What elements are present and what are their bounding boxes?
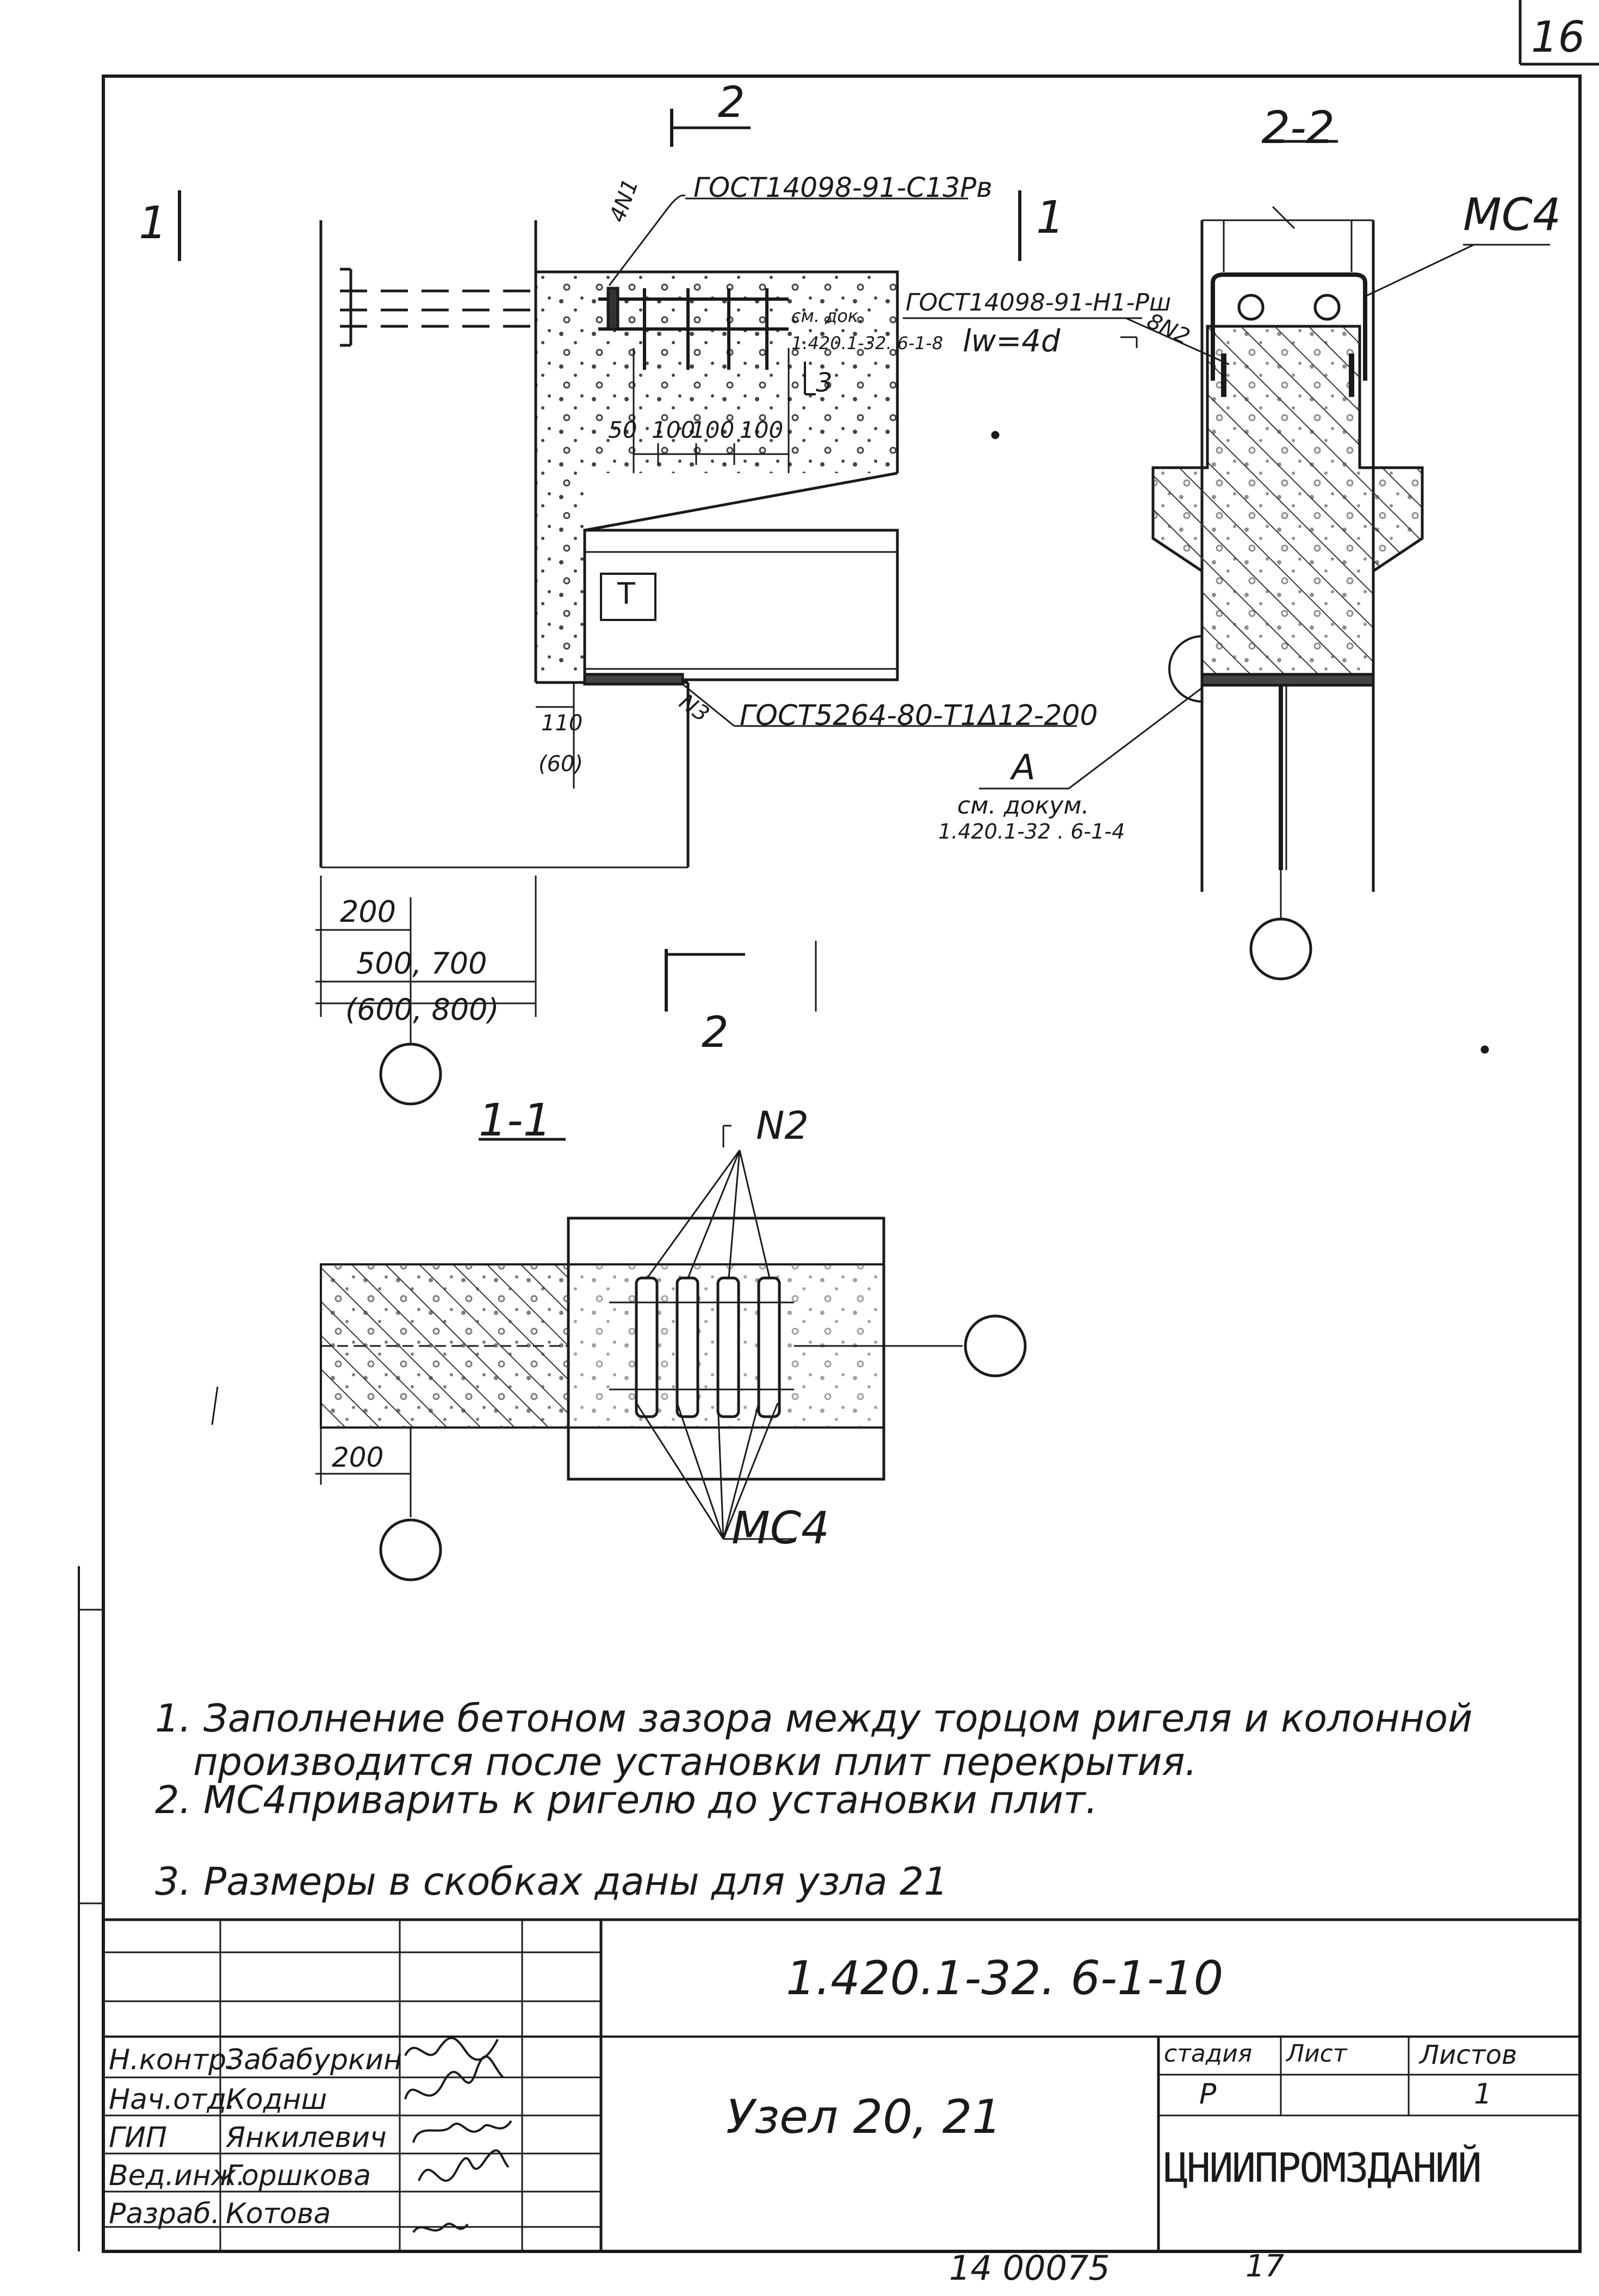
cut-1-left-label: 1 — [139, 197, 168, 249]
note-3: 3. Размеры в скобках даны для узла 21 — [155, 1859, 949, 1904]
see-doc-line-1: см. док. — [791, 306, 864, 326]
n2-label: N2 — [756, 1103, 809, 1148]
footer-extra: 17 — [1245, 2249, 1285, 2284]
frame — [78, 0, 1599, 2253]
role-nach-otd: Нач.отд. — [109, 2083, 235, 2116]
name-gip: Янкилевич — [226, 2121, 387, 2154]
gost-14098-h1-label: ГОСТ14098-91-Н1-Рш — [906, 289, 1172, 317]
stage-header: стадия — [1164, 2040, 1253, 2068]
dim-100-c: 100 — [740, 417, 784, 443]
sheets-header: Листов — [1420, 2040, 1517, 2070]
dim-100-b: 100 — [691, 417, 735, 443]
section-1-1 — [211, 1125, 1027, 1581]
stage-value: Р — [1199, 2078, 1217, 2111]
sheets-total-value: 1 — [1474, 2078, 1492, 2111]
role-ved-inzh: Вед.инж. — [109, 2160, 246, 2192]
dim-100-a: 100 — [652, 417, 696, 443]
drawing-title: Узел 20, 21 — [726, 2090, 1002, 2144]
name-ved-inzh: Горшкова — [226, 2160, 371, 2192]
t-mark-label: Т — [617, 576, 635, 611]
mc4-bottom-label: МС4 — [732, 1503, 830, 1554]
name-n-kontr: Забабуркин — [226, 2044, 402, 2076]
dim-50: 50 — [608, 417, 637, 443]
lw-label: lw=4d — [963, 324, 1061, 359]
dim-110: 110 — [541, 711, 583, 736]
cut-2-bottom-label: 2 — [702, 1008, 729, 1057]
section-3-label: 3 — [816, 368, 833, 398]
see-docum-line-2: 1.420.1-32 . 6-1-4 — [938, 820, 1125, 843]
dim-200-plan: 200 — [332, 1442, 384, 1473]
page-number: 16 — [1531, 13, 1585, 62]
dim-60: (60) — [538, 752, 584, 777]
elevation-view — [178, 109, 1230, 1106]
organization-name: ЦНИИПРОМЗДАНИЙ — [1164, 2145, 1482, 2192]
cut-1-right-label: 1 — [1036, 192, 1065, 244]
document-code: 1.420.1-32. 6-1-10 — [786, 1951, 1224, 2006]
name-razrab: Котова — [226, 2198, 331, 2230]
name-nach-otd: Коднш — [226, 2083, 327, 2116]
see-docum-line-1: см. докум. — [957, 792, 1089, 820]
dim-200: 200 — [340, 895, 396, 929]
role-razrab: Разраб. — [109, 2198, 220, 2230]
gost-14098-c13-label: ГОСТ14098-91-С13Рв — [693, 172, 993, 203]
node-a-label: А — [1012, 748, 1036, 788]
title-block-lines — [103, 1918, 1580, 2251]
sheet-header: Лист — [1286, 2040, 1347, 2068]
note-1-line-1: 1. Заполнение бетоном зазора между торцо… — [155, 1696, 1473, 1741]
gost-5264-label: ГОСТ5264-80-Т1Δ12-200 — [740, 699, 1098, 732]
section-2-2 — [979, 140, 1550, 1054]
mc4-top-label: МС4 — [1463, 189, 1561, 241]
dim-600-800: (600, 800) — [345, 992, 499, 1027]
signatures — [404, 2037, 512, 2233]
role-n-kontr: Н.контр. — [109, 2044, 235, 2076]
inventory-number: 14 00075 — [949, 2248, 1110, 2288]
section-1-1-title: 1-1 — [479, 1095, 551, 1146]
note-2: 2. МС4приварить к ригелю до установки пл… — [155, 1778, 1098, 1822]
cut-2-top-label: 2 — [718, 78, 745, 127]
dim-500-700: 500, 700 — [356, 946, 487, 981]
note-1-line-2: производится после установки плит перекр… — [193, 1740, 1197, 1784]
see-doc-line-2: 1.420.1-32. 6-1-8 — [791, 333, 943, 353]
section-2-2-title: 2-2 — [1262, 102, 1335, 154]
role-gip: ГИП — [109, 2121, 167, 2154]
